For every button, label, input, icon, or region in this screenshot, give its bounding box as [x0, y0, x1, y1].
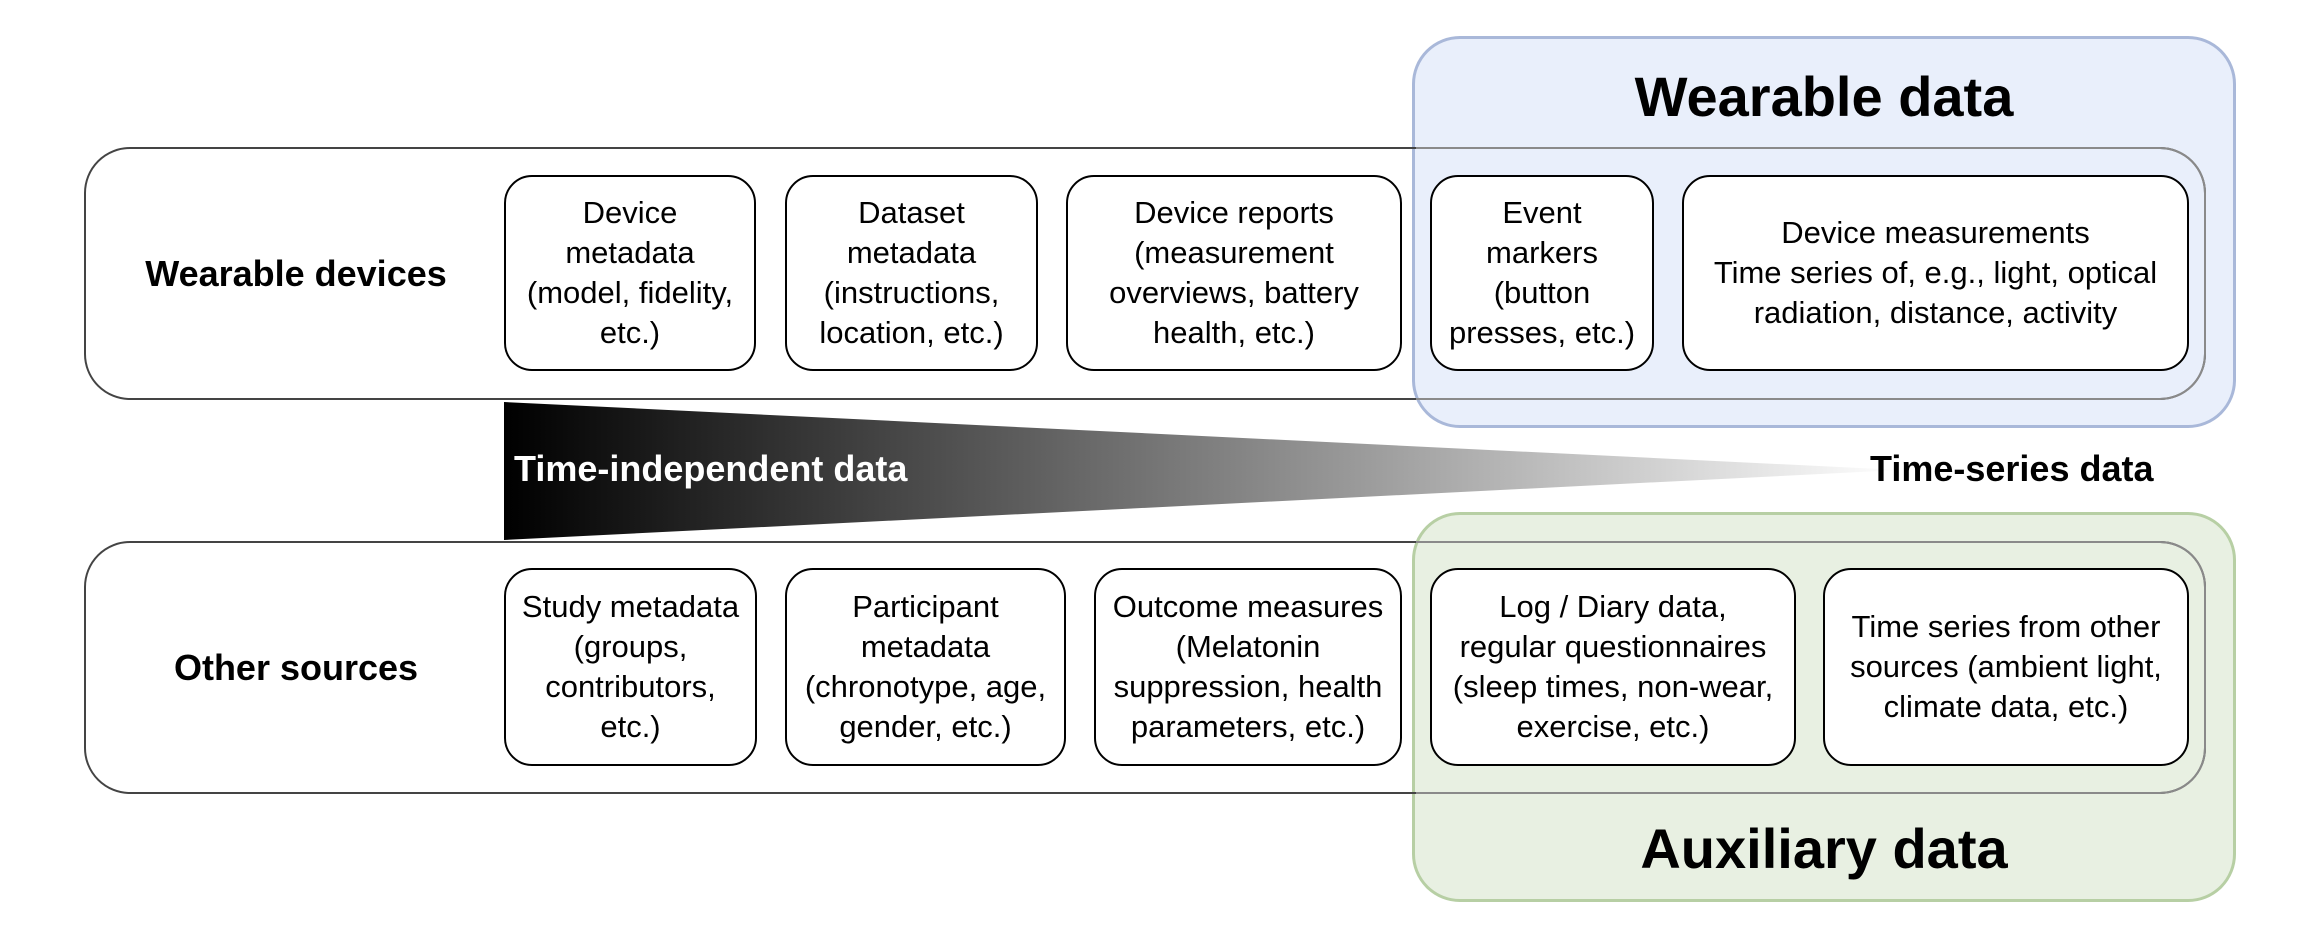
device-reports-card: Device reports (measurement overviews, b…: [1066, 175, 1402, 371]
time-independent-label: Time-independent data: [514, 448, 908, 489]
device-measurements-card: Device measurements Time series of, e.g.…: [1682, 175, 2189, 371]
gradient-triangle: [504, 402, 1900, 540]
wearable-data-title: Wearable data: [1634, 65, 2014, 128]
device-metadata-card: Device metadata (model, fidelity, etc.): [504, 175, 756, 371]
wearable-devices-label: Wearable devices: [145, 253, 447, 294]
dataset-metadata-card: Dataset metadata (instructions, location…: [785, 175, 1038, 371]
outcome-measures-card: Outcome measures (Melatonin suppression,…: [1094, 568, 1402, 766]
study-metadata-card: Study metadata (groups, contributors, et…: [504, 568, 757, 766]
auxiliary-data-title: Auxiliary data: [1640, 817, 2008, 880]
log-diary-card: Log / Diary data, regular questionnaires…: [1430, 568, 1796, 766]
event-markers-card: Event markers (button presses, etc.): [1430, 175, 1654, 371]
time-series-label: Time-series data: [1870, 448, 2154, 489]
other-sources-label: Other sources: [173, 647, 419, 688]
other-time-series-card: Time series from other sources (ambient …: [1823, 568, 2189, 766]
participant-metadata-card: Participant metadata (chronotype, age, g…: [785, 568, 1066, 766]
